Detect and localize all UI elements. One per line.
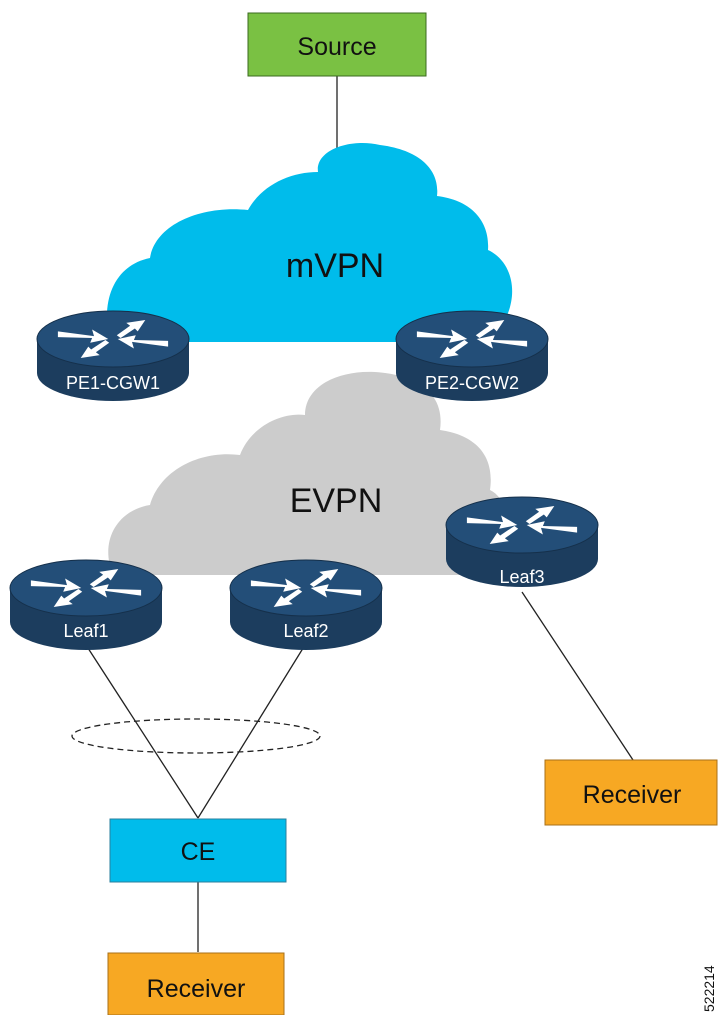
router-top: [395, 310, 549, 368]
receiver-box-right: Receiver: [544, 759, 718, 826]
router-top: [9, 559, 163, 617]
router-pe2: PE2-CGW2: [395, 310, 549, 401]
leaf1-label: Leaf1: [63, 621, 108, 641]
router-leaf3: Leaf3: [445, 496, 599, 587]
mvpn-cloud: mVPN: [106, 143, 513, 342]
ethernet-segment-ellipse: [71, 718, 321, 754]
router-icon: [395, 310, 549, 401]
ce-label: CE: [181, 838, 216, 866]
source-box: Source: [247, 12, 427, 77]
router-leaf2: Leaf2: [229, 559, 383, 650]
router-top: [445, 496, 599, 554]
router-pe1: PE1-CGW1: [36, 310, 190, 401]
receiver-bottom-label: Receiver: [147, 975, 246, 1003]
receiver-box-bottom: Receiver: [107, 952, 285, 1015]
router-top: [36, 310, 190, 368]
source-label: Source: [297, 33, 376, 61]
figure-id: 522214: [701, 965, 717, 1012]
router-icon: [36, 310, 190, 401]
receiver-right-label: Receiver: [583, 781, 682, 809]
pe1-label: PE1-CGW1: [66, 373, 160, 393]
mvpn-label: mVPN: [286, 247, 384, 285]
router-icon: [229, 559, 383, 650]
router-leaf1: Leaf1: [9, 559, 163, 650]
ce-box: CE: [109, 818, 287, 883]
links: [85, 76, 634, 952]
pe2-label: PE2-CGW2: [425, 373, 519, 393]
link-leaf3-receiver: [521, 591, 634, 761]
router-top: [229, 559, 383, 617]
link-leaf1-ce: [85, 644, 199, 819]
evpn-cloud: EVPN: [108, 371, 506, 575]
leaf2-label: Leaf2: [283, 621, 328, 641]
evpn-label: EVPN: [290, 482, 383, 520]
router-icon: [445, 496, 599, 587]
leaf3-label: Leaf3: [499, 567, 544, 587]
link-leaf2-ce: [197, 644, 306, 819]
router-icon: [9, 559, 163, 650]
